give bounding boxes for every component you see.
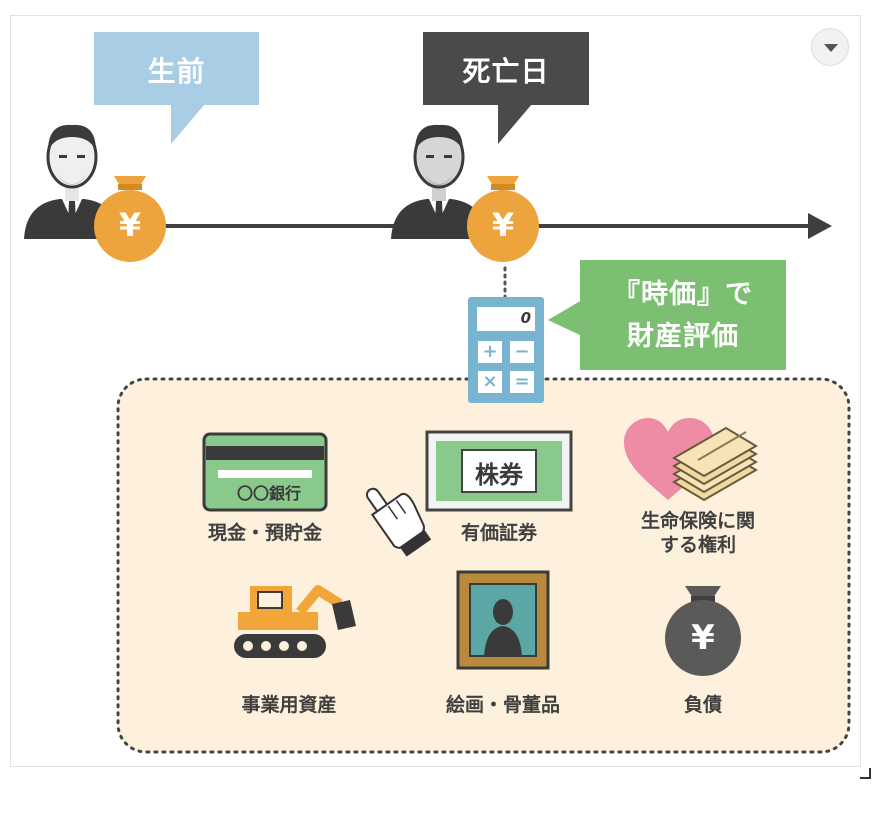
asset-label-paintings-antiques: 絵画・骨董品 — [445, 694, 560, 716]
death-speech-bubble — [423, 32, 589, 144]
bank-card-text: 〇〇銀行 — [236, 484, 301, 503]
stock-certificate-icon — [425, 430, 573, 512]
valuation-label-line1: 『時価』で — [613, 279, 753, 310]
deceased-man-icon — [391, 124, 487, 239]
chevron-down-icon — [824, 44, 838, 52]
bank-card-icon — [202, 432, 328, 512]
calculator-display: 0 — [520, 309, 531, 327]
asset-label-liabilities: 負債 — [683, 694, 722, 716]
heart-money-icon — [624, 418, 758, 502]
before-speech-bubble — [94, 32, 259, 144]
money-bag-icon — [467, 176, 539, 262]
calc-equals-key: = — [514, 371, 530, 392]
calculator-icon — [468, 297, 544, 403]
resize-corner-icon — [860, 768, 871, 779]
framed-painting-icon — [456, 570, 550, 670]
stock-certificate-text: 株券 — [475, 461, 523, 489]
calc-plus-key: + — [482, 341, 498, 362]
excavator-icon — [234, 585, 356, 658]
asset-label-life-insurance-rights: 生命保険に関する権利 — [640, 510, 755, 556]
asset-label-securities: 有価証券 — [460, 522, 537, 544]
asset-label-business-assets: 事業用資産 — [241, 694, 337, 716]
calc-minus-key: − — [514, 341, 530, 362]
pointing-hand-cursor-icon — [365, 487, 432, 557]
death-date-label: 死亡日 — [462, 55, 550, 88]
debt-money-bag-icon — [665, 586, 741, 676]
calc-times-key: × — [482, 371, 498, 392]
valuation-label-line2: 財産評価 — [627, 321, 739, 352]
menu-dropdown-button[interactable] — [811, 28, 849, 66]
debt-yen-symbol: ¥ — [691, 618, 715, 658]
yen-symbol: ¥ — [491, 206, 515, 244]
asset-label-cash-deposits: 現金・預貯金 — [207, 522, 322, 544]
before-label: 生前 — [147, 55, 206, 88]
money-bag-icon — [94, 176, 166, 262]
valuation-speech-bubble — [548, 260, 786, 370]
timeline-arrowhead-icon — [808, 213, 832, 239]
yen-symbol: ¥ — [118, 206, 142, 244]
